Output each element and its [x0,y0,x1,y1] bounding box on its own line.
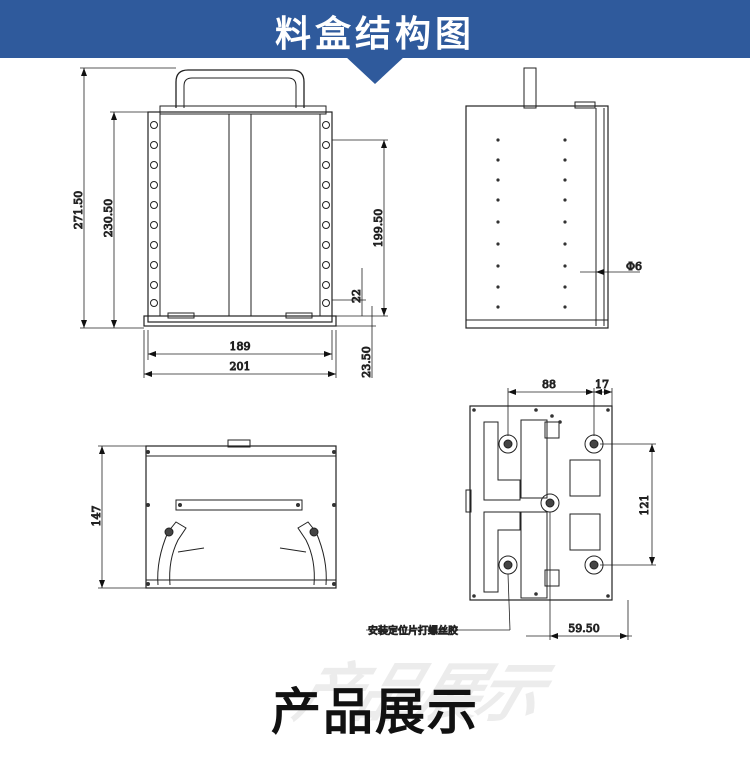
top-view: 147 [90,439,337,589]
right-slot-screws [322,121,330,307]
footer-title: 产品展示 [271,683,479,741]
side-holes [496,138,567,309]
left-slot-screws [150,121,158,307]
assembly-note: 安装定位片打螺丝胶 [368,624,458,637]
dim-edge-offset: 17 [595,378,609,391]
bottom-view: 88 17 121 59.50 安装定位片打螺丝胶 [366,378,656,640]
dim-body-height: 230.50 [102,199,115,238]
dim-inner-width: 189 [230,340,251,353]
dim-foot-height: 23.50 [360,346,373,378]
dim-slot-span: 199.50 [372,209,385,248]
header-title: 料盒结构图 [274,14,475,55]
dim-hole-spacing: 88 [542,378,556,391]
dim-top-height: 147 [90,506,103,527]
header-banner [0,0,750,58]
dim-vertical-spacing: 121 [638,495,651,516]
dim-center-offset: 59.50 [568,622,600,635]
dim-bottom-gap: 22 [350,289,363,303]
front-view: 271.50 230.50 199.50 22 23.50 189 201 [72,67,388,378]
dim-outer-width: 201 [230,360,251,373]
locating-holes [498,434,604,575]
dim-hole-diameter: Φ6 [626,260,642,273]
side-view: Φ6 [465,67,643,329]
header-banner-notch [345,56,405,84]
dim-overall-height: 271.50 [72,191,85,230]
